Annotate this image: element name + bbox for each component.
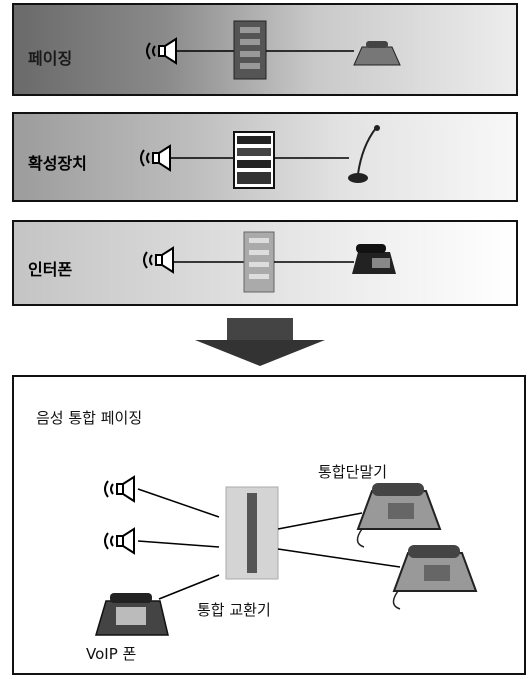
connection-line [277, 512, 363, 530]
paging-label: 페이징 [28, 49, 73, 68]
speaker-icon [143, 246, 174, 274]
pa-label: 확성장치 [28, 154, 87, 173]
paging-panel: 페이징 [12, 3, 518, 96]
pa-diagram [140, 125, 380, 189]
paging-diagram [146, 20, 401, 80]
speaker-icon [104, 475, 135, 503]
voip-phone-icon [94, 593, 169, 636]
integrated-title: 음성 통합 페이징 [36, 409, 143, 427]
phone-icon [392, 545, 478, 610]
pa-panel: 확성장치 [12, 112, 518, 202]
integrated-paging-panel: 음성 통합 페이징 [12, 375, 526, 675]
phone-icon [353, 41, 401, 66]
down-arrow-icon [195, 318, 325, 366]
speaker-icon [104, 527, 135, 555]
terminal-label: 통합단말기 [318, 463, 388, 481]
intercom-panel: 인터폰 [12, 220, 518, 306]
exchange-icon [243, 231, 275, 293]
connection-line [137, 540, 220, 548]
office-phone-icon [352, 244, 396, 274]
connection-line [158, 574, 220, 600]
intercom-diagram [143, 231, 396, 293]
voip-label: VoIP 폰 [86, 645, 137, 663]
switch-label: 통합 교환기 [197, 601, 271, 619]
speaker-icon [146, 37, 177, 65]
phone-icon [356, 483, 442, 548]
exchange-icon [233, 20, 267, 80]
integrated-diagram [94, 475, 478, 636]
switch-icon [225, 486, 279, 580]
amplifier-icon [233, 131, 275, 189]
connection-line [277, 548, 401, 568]
microphone-icon [348, 125, 380, 183]
connection-line [137, 488, 220, 518]
intercom-label: 인터폰 [28, 260, 73, 279]
speaker-icon [140, 144, 171, 172]
